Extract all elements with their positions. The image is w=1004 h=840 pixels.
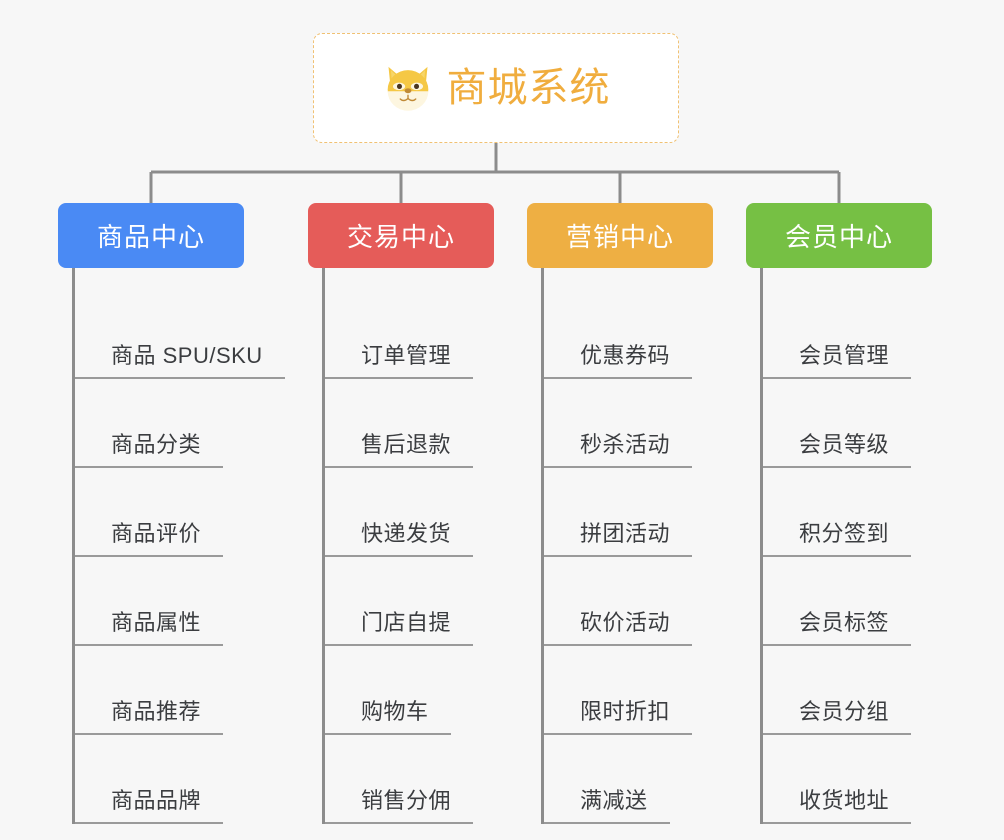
leaf-label: 商品评价 xyxy=(111,521,202,546)
branch-column-member: 会员中心 会员管理 会员等级 积分签到 会员标签 会员分组 收货地址 xyxy=(746,203,965,824)
leaf-underline: 会员等级 xyxy=(763,427,912,468)
branch-header-product[interactable]: 商品中心 xyxy=(58,203,244,268)
leaf-underline: 订单管理 xyxy=(325,338,474,379)
list-item[interactable]: 积分签到 xyxy=(763,468,965,557)
leaf-label: 收货地址 xyxy=(799,788,890,813)
branch-header-member[interactable]: 会员中心 xyxy=(746,203,932,268)
leaf-underline: 砍价活动 xyxy=(544,605,693,646)
list-item[interactable]: 会员等级 xyxy=(763,379,965,468)
leaf-underline: 积分签到 xyxy=(763,516,912,557)
list-item[interactable]: 会员分组 xyxy=(763,646,965,735)
leaf-list-marketing: 优惠券码 秒杀活动 拼团活动 砍价活动 限时折扣 满减送 xyxy=(541,268,746,824)
leaf-label: 门店自提 xyxy=(361,610,452,635)
list-item[interactable]: 收货地址 xyxy=(763,735,965,824)
list-item[interactable]: 商品 SPU/SKU xyxy=(75,290,285,379)
branch-header-trade[interactable]: 交易中心 xyxy=(308,203,494,268)
leaf-label: 商品推荐 xyxy=(111,699,202,724)
list-item[interactable]: 商品推荐 xyxy=(75,646,277,735)
leaf-underline: 会员标签 xyxy=(763,605,912,646)
list-item[interactable]: 订单管理 xyxy=(325,290,527,379)
root-title: 商城系统 xyxy=(446,66,611,110)
leaf-underline: 满减送 xyxy=(544,783,670,824)
branch-column-marketing: 营销中心 优惠券码 秒杀活动 拼团活动 砍价活动 限时折扣 满减送 xyxy=(527,203,746,824)
leaf-label: 会员管理 xyxy=(799,343,890,368)
leaf-label: 限时折扣 xyxy=(580,699,671,724)
leaf-label: 拼团活动 xyxy=(580,521,671,546)
leaf-label: 满减送 xyxy=(580,788,648,813)
leaf-underline: 拼团活动 xyxy=(544,516,693,557)
leaf-underline: 会员管理 xyxy=(763,338,912,379)
leaf-label: 售后退款 xyxy=(361,432,452,457)
list-item[interactable]: 限时折扣 xyxy=(544,646,746,735)
leaf-label: 商品品牌 xyxy=(111,788,202,813)
leaf-label: 会员分组 xyxy=(799,699,890,724)
leaf-underline: 商品推荐 xyxy=(75,694,224,735)
root-node[interactable]: 商城系统 xyxy=(313,33,679,143)
list-item[interactable]: 门店自提 xyxy=(325,557,527,646)
leaf-label: 秒杀活动 xyxy=(580,432,671,457)
leaf-underline: 优惠券码 xyxy=(544,338,693,379)
leaf-label: 商品 SPU/SKU xyxy=(111,343,263,368)
branch-column-trade: 交易中心 订单管理 售后退款 快递发货 门店自提 购物车 销售分佣 xyxy=(308,203,527,824)
leaf-list-member: 会员管理 会员等级 积分签到 会员标签 会员分组 收货地址 xyxy=(760,268,965,824)
leaf-underline: 会员分组 xyxy=(763,694,912,735)
list-item[interactable]: 商品属性 xyxy=(75,557,277,646)
leaf-underline: 商品 SPU/SKU xyxy=(75,338,285,379)
branch-header-marketing[interactable]: 营销中心 xyxy=(527,203,713,268)
leaf-label: 商品属性 xyxy=(111,610,202,635)
leaf-underline: 购物车 xyxy=(325,694,451,735)
list-item[interactable]: 拼团活动 xyxy=(544,468,746,557)
list-item[interactable]: 销售分佣 xyxy=(325,735,527,824)
list-item[interactable]: 秒杀活动 xyxy=(544,379,746,468)
list-item[interactable]: 砍价活动 xyxy=(544,557,746,646)
list-item[interactable]: 快递发货 xyxy=(325,468,527,557)
leaf-label: 商品分类 xyxy=(111,432,202,457)
list-item[interactable]: 商品品牌 xyxy=(75,735,277,824)
leaf-label: 积分签到 xyxy=(799,521,890,546)
list-item[interactable]: 商品分类 xyxy=(75,379,277,468)
branch-column-product: 商品中心 商品 SPU/SKU 商品分类 商品评价 商品属性 商品推荐 商品品牌 xyxy=(58,203,285,824)
leaf-list-trade: 订单管理 售后退款 快递发货 门店自提 购物车 销售分佣 xyxy=(322,268,527,824)
leaf-underline: 限时折扣 xyxy=(544,694,693,735)
leaf-label: 订单管理 xyxy=(361,343,452,368)
leaf-underline: 售后退款 xyxy=(325,427,474,468)
leaf-underline: 商品品牌 xyxy=(75,783,224,824)
leaf-underline: 秒杀活动 xyxy=(544,427,693,468)
leaf-underline: 销售分佣 xyxy=(325,783,474,824)
branch-columns: 商品中心 商品 SPU/SKU 商品分类 商品评价 商品属性 商品推荐 商品品牌… xyxy=(0,203,1004,840)
list-item[interactable]: 会员管理 xyxy=(763,290,965,379)
list-item[interactable]: 购物车 xyxy=(325,646,527,735)
leaf-label: 购物车 xyxy=(361,699,429,724)
list-item[interactable]: 售后退款 xyxy=(325,379,527,468)
leaf-label: 会员标签 xyxy=(799,610,890,635)
leaf-underline: 门店自提 xyxy=(325,605,474,646)
leaf-label: 销售分佣 xyxy=(361,788,452,813)
leaf-label: 会员等级 xyxy=(799,432,890,457)
list-item[interactable]: 优惠券码 xyxy=(544,290,746,379)
leaf-underline: 收货地址 xyxy=(763,783,912,824)
list-item[interactable]: 商品评价 xyxy=(75,468,277,557)
leaf-underline: 快递发货 xyxy=(325,516,474,557)
list-item[interactable]: 满减送 xyxy=(544,735,746,824)
leaf-label: 砍价活动 xyxy=(580,610,671,635)
leaf-underline: 商品评价 xyxy=(75,516,224,557)
list-item[interactable]: 会员标签 xyxy=(763,557,965,646)
leaf-label: 优惠券码 xyxy=(580,343,671,368)
leaf-list-product: 商品 SPU/SKU 商品分类 商品评价 商品属性 商品推荐 商品品牌 xyxy=(72,268,285,824)
leaf-underline: 商品属性 xyxy=(75,605,224,646)
leaf-underline: 商品分类 xyxy=(75,427,224,468)
shiba-dog-icon xyxy=(387,66,428,111)
leaf-label: 快递发货 xyxy=(361,521,452,546)
